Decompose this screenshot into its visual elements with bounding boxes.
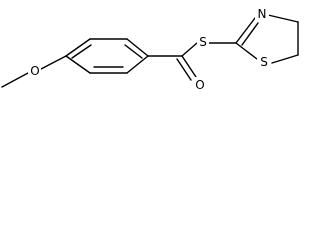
- bond-methyl-o: [1, 72, 29, 88]
- bond-ring-1-inner: [71, 44, 92, 59]
- bond-ring-3: [126, 38, 149, 57]
- bond-c2-n-1: [235, 17, 256, 44]
- bond-ring-3-inner: [124, 44, 143, 59]
- bond-n-c4: [267, 14, 299, 23]
- bonds: [1, 14, 299, 88]
- atom-methoxy-oxygen: O: [30, 64, 39, 78]
- bond-c5-s1: [271, 54, 299, 64]
- bond-carbonyl-o-2: [176, 58, 192, 81]
- atom-ring-sulfur: S: [260, 55, 268, 69]
- bond-ring-1: [65, 38, 91, 57]
- bond-carbonyl-o-1: [181, 55, 197, 78]
- structure-diagram: O O S S N: [0, 0, 308, 117]
- atom-labels: O O S S N: [28, 6, 271, 93]
- bond-carbonyl-s: [181, 42, 198, 57]
- atom-thioester-sulfur: S: [199, 35, 207, 49]
- atom-carbonyl-oxygen: O: [195, 78, 204, 92]
- bond-ring-4: [126, 55, 149, 74]
- molecule-drawing: O O S S N: [1, 6, 299, 93]
- bond-ring-6: [65, 55, 91, 74]
- atom-ring-nitrogen: N: [258, 7, 267, 21]
- bond-o-aryl: [40, 55, 67, 70]
- bond-c2-n-2: [241, 22, 259, 46]
- bond-s1-c2: [235, 42, 258, 60]
